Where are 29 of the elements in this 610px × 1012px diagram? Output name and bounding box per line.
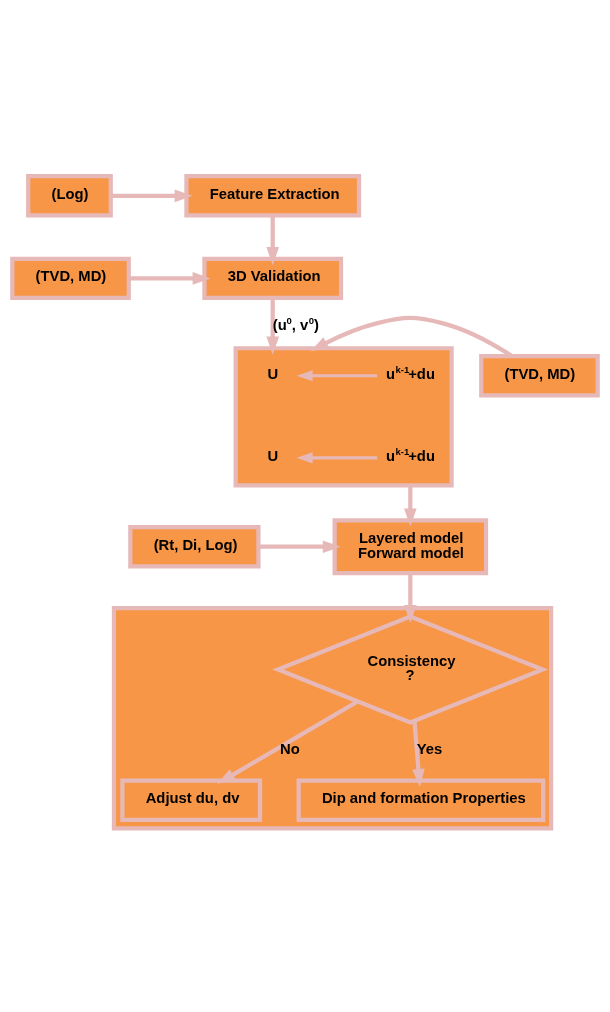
arrow xyxy=(111,189,193,202)
node-box: Adjust du, dv xyxy=(120,778,263,822)
node-box: (Log) xyxy=(26,173,113,217)
arrow xyxy=(404,572,417,623)
cluster xyxy=(233,345,454,487)
node-box: (Rt, Di, Log) xyxy=(128,524,261,568)
node-text: u$^{k-1}$+du xyxy=(385,445,435,464)
arrow xyxy=(296,451,378,463)
edge-label: No xyxy=(280,740,300,757)
node-box: Feature Extraction xyxy=(184,173,362,217)
edge-label: Yes xyxy=(416,740,443,757)
node-diamond: Consistency ? xyxy=(272,613,549,725)
node-box: Dip and formation Properties xyxy=(296,778,546,822)
arrow xyxy=(296,369,378,381)
edge-label: (u$^{0}$, v$^{0}$) xyxy=(272,314,319,333)
arrow xyxy=(266,215,280,265)
arrow xyxy=(217,699,359,784)
node-box: (TVD, MD) xyxy=(10,256,131,300)
arrow xyxy=(266,297,280,355)
arrow xyxy=(412,720,425,787)
node-text: U xyxy=(267,447,279,464)
node-box: Layered model Forward model xyxy=(332,517,489,575)
node-box: (TVD, MD) xyxy=(479,353,600,397)
node-box: 3D Validation xyxy=(202,256,344,300)
arrow xyxy=(404,484,417,526)
node-text: u$^{k-1}$+du xyxy=(385,363,435,382)
node-text: U xyxy=(267,365,279,382)
arrow xyxy=(258,539,341,553)
arrow xyxy=(128,271,211,285)
